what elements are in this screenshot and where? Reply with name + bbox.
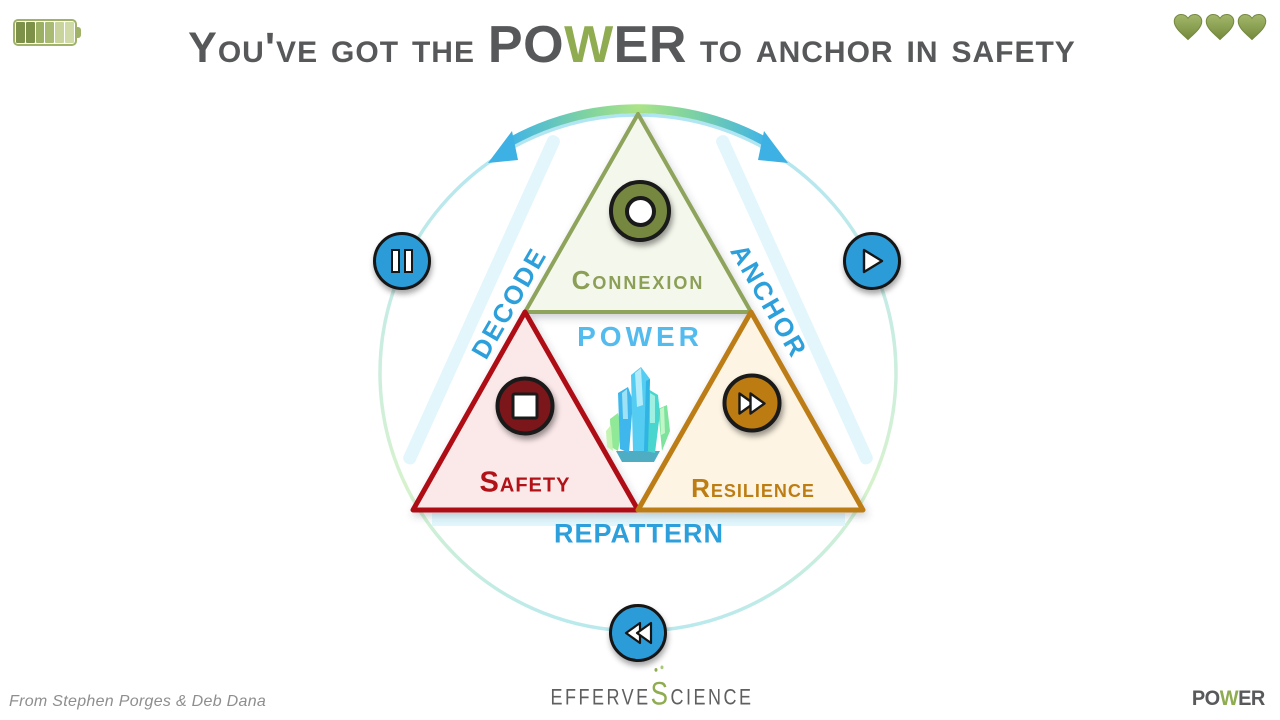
effervescience-accent-s: S bbox=[651, 668, 671, 712]
rewind-button[interactable] bbox=[609, 604, 667, 662]
stop-icon[interactable] bbox=[495, 376, 555, 436]
decode-label: DECODE bbox=[465, 242, 553, 364]
resilience-label: Resilience bbox=[691, 473, 815, 503]
power-logo-start: PO bbox=[1191, 687, 1220, 710]
battery-segment bbox=[25, 22, 35, 43]
slide-title: You've got the POWER to anchor in safety bbox=[92, 16, 1172, 77]
title-lead: You've got the bbox=[188, 24, 488, 72]
title-tail: to anchor in safety bbox=[686, 24, 1076, 72]
power-brand-logo: POWER bbox=[1192, 687, 1265, 711]
battery-icon bbox=[13, 19, 81, 46]
battery-segment bbox=[35, 22, 45, 43]
effervescience-part2: cience bbox=[670, 684, 754, 710]
title-power-end: ER bbox=[613, 16, 687, 74]
effervescience-logo: EfferveScience bbox=[550, 668, 754, 713]
play-glyph bbox=[862, 248, 884, 274]
battery-body bbox=[13, 19, 77, 46]
heart-icon bbox=[1173, 13, 1203, 41]
cycle-arrow-arc bbox=[505, 104, 771, 147]
anchor-label: ANCHOR bbox=[724, 238, 814, 364]
bubbles-decoration bbox=[654, 668, 658, 672]
cycle-arrow-left-head bbox=[488, 131, 518, 163]
heart-icon bbox=[1237, 13, 1267, 41]
power-center-label: POWER bbox=[577, 321, 703, 352]
stop-icon-core bbox=[511, 392, 539, 420]
cycle-arrow-right-head bbox=[758, 131, 788, 163]
crystal-icon bbox=[606, 367, 670, 462]
play-button[interactable] bbox=[843, 232, 901, 290]
battery-cap bbox=[77, 27, 81, 38]
title-power-start: PO bbox=[487, 16, 565, 74]
title-power-w: W bbox=[564, 16, 614, 74]
hearts-group bbox=[1173, 13, 1267, 41]
battery-segment bbox=[45, 22, 55, 43]
pause-button[interactable] bbox=[373, 232, 431, 290]
battery-segment bbox=[55, 22, 65, 43]
heart-icon bbox=[1205, 13, 1235, 41]
rewind-glyph bbox=[624, 621, 653, 645]
safety-label: Safety bbox=[479, 466, 571, 499]
record-icon[interactable] bbox=[609, 180, 671, 242]
title-power-word: POWER bbox=[488, 16, 687, 74]
power-logo-end: ER bbox=[1238, 687, 1265, 710]
connexion-label: Connexion bbox=[571, 265, 705, 295]
power-logo-w: W bbox=[1219, 687, 1239, 710]
effervescience-part1: Efferve bbox=[550, 684, 651, 710]
repattern-label: REPATTERN bbox=[554, 518, 724, 549]
fast-forward-glyph bbox=[737, 391, 766, 415]
pause-glyph bbox=[391, 249, 413, 273]
battery-segment bbox=[65, 22, 74, 43]
record-icon-core bbox=[624, 195, 656, 227]
attribution-text: From Stephen Porges & Deb Dana bbox=[9, 693, 267, 710]
fast-forward-icon[interactable] bbox=[722, 373, 782, 433]
battery-segment bbox=[16, 22, 25, 43]
